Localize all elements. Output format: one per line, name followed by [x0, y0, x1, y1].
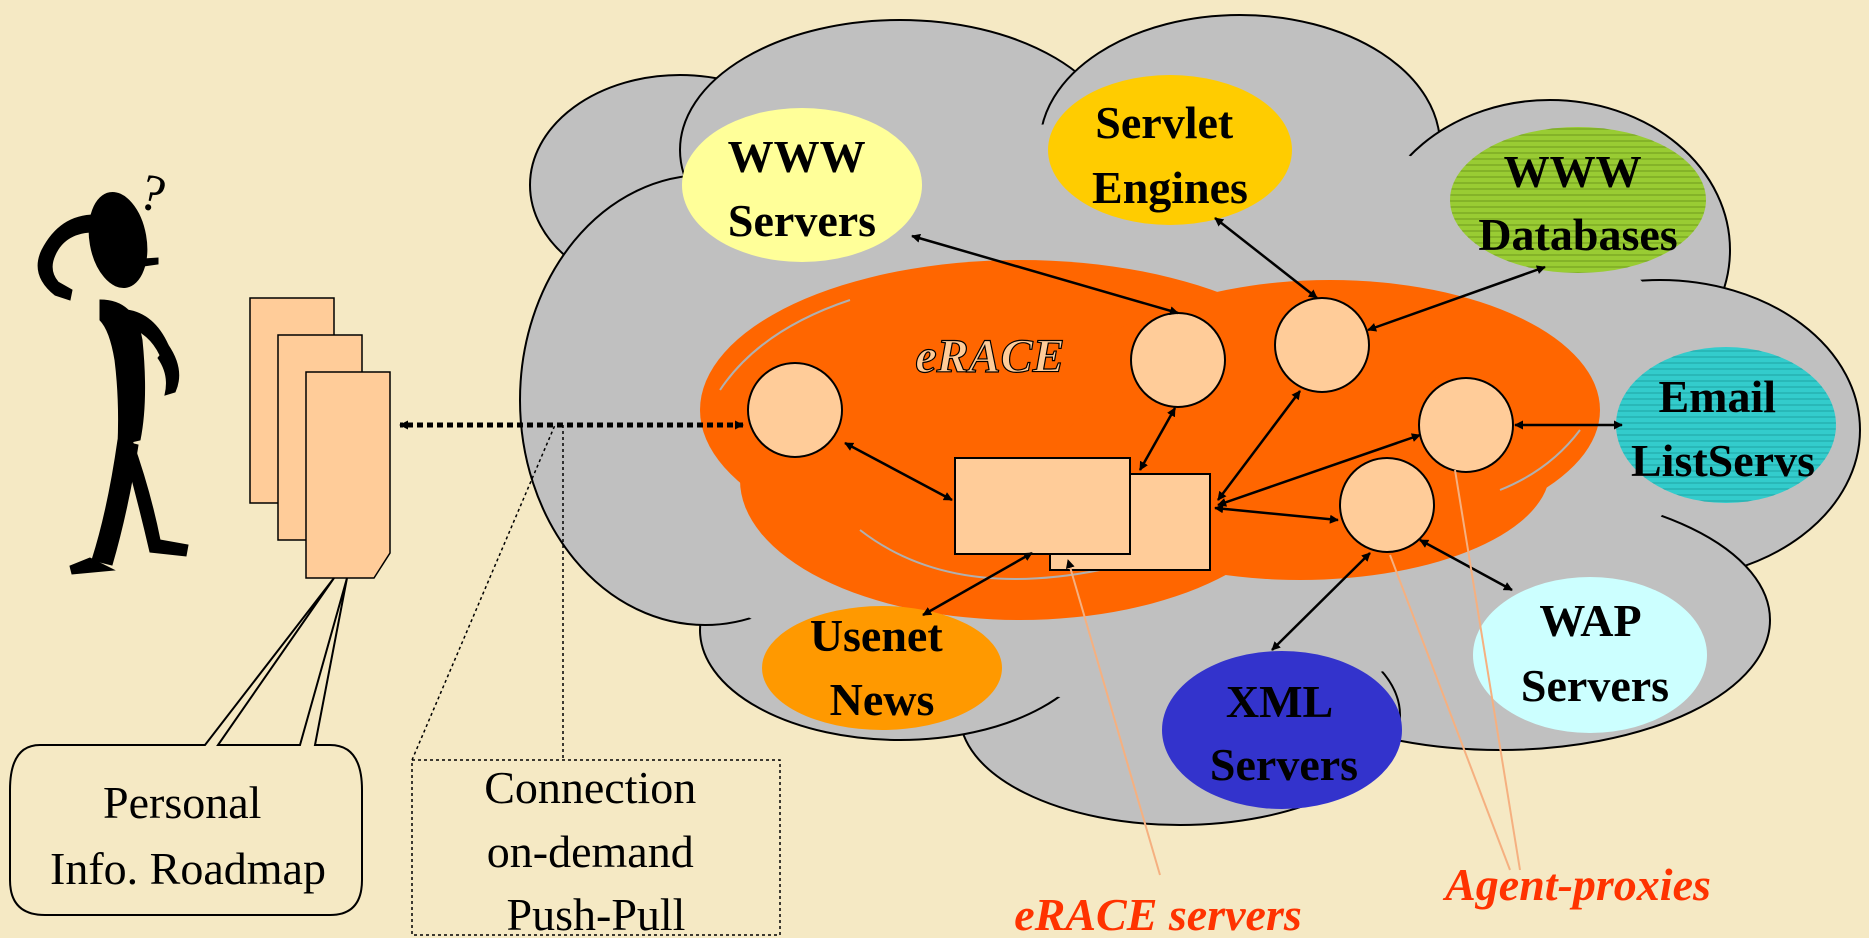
- email-listservs-line2: ListServs: [1631, 435, 1815, 486]
- node-wap-servers: WAP Servers: [1473, 577, 1707, 733]
- wap-servers-line1: WAP: [1539, 595, 1640, 646]
- annotation-pointers: [1065, 469, 1521, 876]
- confused-person-icon: ?: [37, 163, 189, 575]
- connectors: [844, 217, 1623, 651]
- www-databases-line1: WWW: [1504, 146, 1642, 197]
- xml-servers-line1: XML: [1226, 676, 1332, 727]
- agent-servlet: [1274, 297, 1370, 393]
- roadmap-line1: Personal: [103, 777, 261, 828]
- svg-text:Servlet Engines: Servlet Engines: [1092, 97, 1248, 213]
- node-xml-servers: XML Servers: [1162, 651, 1402, 809]
- erace-servers-annotation: eRACE servers: [1014, 889, 1302, 938]
- node-usenet-news: Usenet News: [762, 606, 1002, 730]
- svg-text:XML Servers: XML Servers: [1210, 676, 1358, 790]
- svg-text:Connection on-demand: Connection on-demand Push-Pull: [484, 762, 708, 938]
- connection-line3: Push-Pull: [507, 889, 686, 938]
- svg-text:Email ListServs: Email ListServs: [1631, 371, 1815, 486]
- node-www-databases: WWW Databases: [1450, 127, 1706, 273]
- xml-servers-line2: Servers: [1210, 739, 1358, 790]
- www-servers-line1: WWW: [728, 131, 866, 182]
- agent-proxy-nodes: [747, 297, 1514, 553]
- agent-email: [1418, 377, 1514, 473]
- agent-proxies-annotation: Agent-proxies: [1442, 859, 1711, 910]
- roadmap-line2: Info. Roadmap: [50, 843, 326, 894]
- agent-xml-wap: [1339, 457, 1435, 553]
- erace-server-front: [954, 457, 1131, 555]
- usenet-news-line2: News: [830, 674, 935, 725]
- svg-text:Personal Info. Roadmap: Personal Info. Roadmap: [50, 777, 326, 894]
- svg-text:Usenet News: Usenet News: [810, 610, 954, 725]
- erace-server-boxes: [954, 457, 1211, 571]
- question-mark-glyph: ?: [134, 163, 171, 224]
- agent-www: [1130, 312, 1226, 408]
- www-servers-line2: Servers: [728, 195, 876, 246]
- servlet-engines-line2: Engines: [1092, 162, 1248, 213]
- agent-left: [747, 362, 843, 458]
- svg-text:WWW Servers: WWW Servers: [728, 131, 877, 246]
- svg-text:WWW Databases: WWW Databases: [1478, 146, 1677, 260]
- servlet-engines-line1: Servlet: [1095, 97, 1234, 148]
- svg-text:WAP Servers: WAP Servers: [1521, 595, 1669, 711]
- wap-servers-line2: Servers: [1521, 660, 1669, 711]
- node-email-listservs: Email ListServs: [1616, 347, 1836, 503]
- usenet-news-line1: Usenet: [810, 610, 944, 661]
- personal-documents-stack: [249, 297, 391, 579]
- connection-line1: Connection: [484, 762, 696, 813]
- www-databases-line2: Databases: [1478, 209, 1677, 260]
- node-www-servers: WWW Servers: [682, 108, 922, 262]
- email-listservs-line1: Email: [1658, 371, 1776, 422]
- personal-roadmap-callout: Personal Info. Roadmap: [9, 577, 363, 916]
- erace-label: eRACE: [915, 330, 1064, 383]
- node-servlet-engines: Servlet Engines: [1048, 75, 1292, 225]
- connection-line2: on-demand: [487, 826, 694, 877]
- connection-callout: Connection on-demand Push-Pull: [411, 424, 781, 938]
